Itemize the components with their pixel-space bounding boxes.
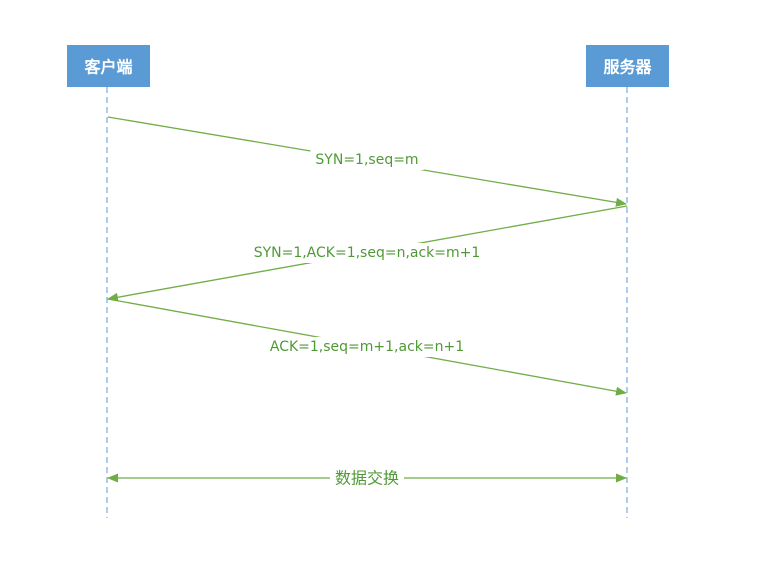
- message-syn-label-bg: [310, 150, 424, 170]
- client-box: [67, 45, 150, 87]
- message-syn-ack-label: SYN=1,ACK=1,seq=n,ack=m+1: [254, 245, 481, 261]
- data-exchange: 数据交换: [107, 466, 627, 490]
- server-box: [586, 45, 669, 87]
- message-ack-label: ACK=1,seq=m+1,ack=n+1: [270, 339, 464, 355]
- participant-server: 服务器: [586, 45, 669, 87]
- server-label: 服务器: [603, 58, 652, 77]
- message-syn-ack-label-bg: [248, 243, 486, 263]
- participant-client: 客户端: [67, 45, 150, 87]
- message-syn: SYN=1,seq=m: [107, 116, 627, 207]
- message-syn-label: SYN=1,seq=m: [315, 152, 418, 168]
- data-exchange-label: 数据交换: [335, 469, 399, 488]
- data-exchange-label-bg: [329, 466, 405, 490]
- message-syn-ack: SYN=1,ACK=1,seq=n,ack=m+1: [107, 205, 628, 302]
- message-ack-label-bg: [264, 337, 470, 357]
- client-label: 客户端: [84, 58, 132, 77]
- message-ack: ACK=1,seq=m+1,ack=n+1: [107, 298, 627, 396]
